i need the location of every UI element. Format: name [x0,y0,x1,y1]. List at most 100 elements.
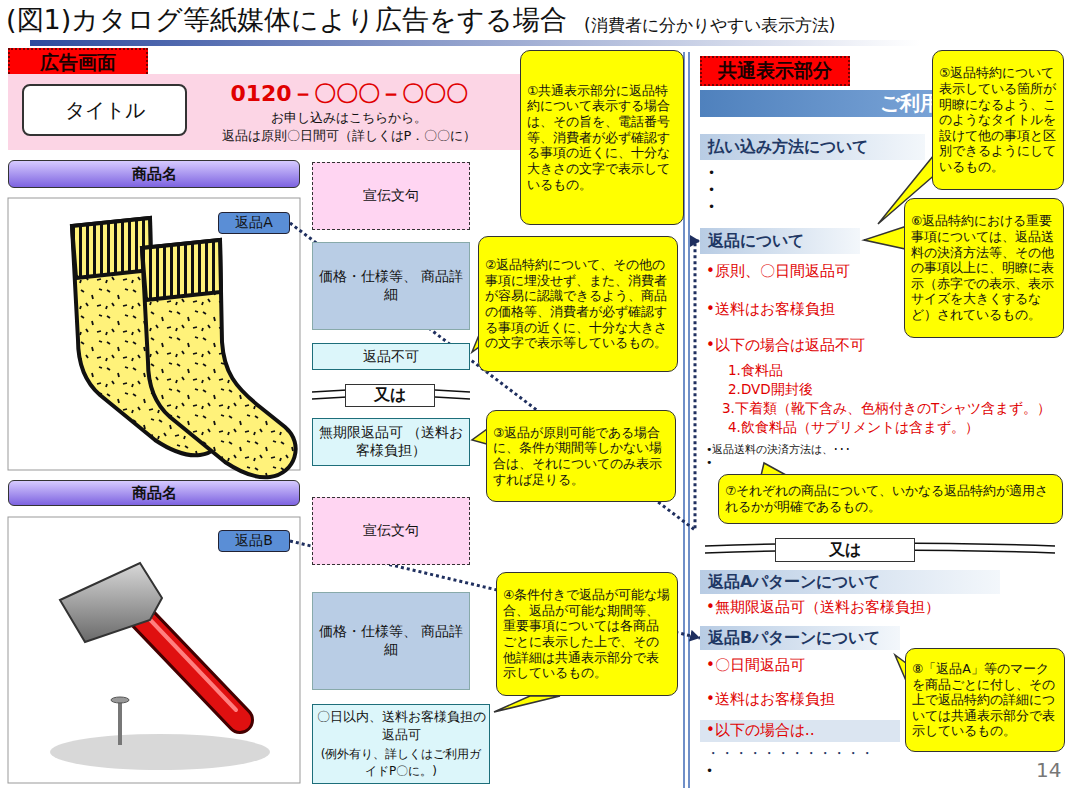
callout-bubble: ⑤返品特約について表示している箇所が明瞭になるよう、このようなタイトルを設けて他… [932,50,1064,190]
rule-text: •以下の場合は返品不可 [706,336,865,355]
node-text: 無期限返品可 （送料お客様負担） [316,424,466,460]
page-title: (図1)カタログ等紙媒体により広告をする場合 [6,2,567,38]
illustration-part [142,240,296,477]
node-text: ⑥返品特約における重要事項については、返品送料の決済方法等、その他の事項以上に、… [911,213,1057,322]
node-text: 共通表示部分 [718,58,832,84]
title-box: タイトル [22,84,187,136]
rule-text: •送料はお客様負担 [706,690,835,709]
illustration-part [60,563,162,642]
image-frame [8,517,300,783]
illustration-part [138,607,236,710]
node-text: 商品名 [132,165,177,184]
node-text: ⑧「返品A」等のマークを商品ごとに付し、その上で返品特約の詳細については共通表示… [912,661,1058,739]
rule-item: 1.食料品 [728,362,783,380]
node-text: 〇日以内、送料お客様負担の返品可 [316,708,486,744]
illustration-part [494,696,560,712]
node-text: 又は [829,540,861,561]
note-text: •返品送料の決済方法は、･･･ [706,442,852,457]
copy-box: 宣伝文句 [312,497,470,565]
node-text: 払い込み方法について [708,137,868,158]
copy-box: 宣伝文句 [312,162,470,230]
return-tag: 返品A [218,212,290,234]
node-text: 0120－〇〇〇－〇〇〇 [230,79,467,109]
node-text: ⑦それぞれの商品について、いかなる返品特約が適用されるかが明確であるもの。 [725,483,1056,514]
rule-item: 4.飲食料品（サプリメントは含まず。） [728,419,979,437]
node-text: 広告画面 [40,50,116,76]
node-text: ③返品が原則可能である場合に、条件が期間等しかない場合は、それについてのみ表示す… [493,425,669,488]
callout-bubble: ⑥返品特約における重要事項については、返品送料の決済方法等、その他の事項以上に、… [904,198,1064,338]
node-text: 返品Aパターンについて [708,572,880,593]
bullet-dot: • [708,166,715,180]
illustration-part [142,240,221,300]
bullet-dot: • [706,456,713,469]
node-text: (例外有り、詳しくはご利用ガイドP〇に。) [316,746,486,780]
callout-bubble: ⑧「返品A」等のマークを商品ごとに付し、その上で返品特約の詳細については共通表示… [905,648,1065,752]
bullet-dot: • [706,764,713,778]
price-box: 価格・仕様等、 商品詳細 [312,592,470,690]
section-tag: 共通表示部分 [700,56,850,86]
socks-illustration [72,218,296,477]
node-text: 価格・仕様等、 商品詳細 [317,268,465,304]
illustration-part [50,734,270,770]
or-banner: 又は [775,538,915,562]
node-text: 返品B [235,532,273,550]
callout-tails [472,80,938,712]
rule-item: 2.DVD開封後 [728,381,813,399]
node-text: ①共通表示部分に返品特約について表示する場合は、その旨を、電話番号等、消費者が必… [527,83,677,192]
rule-text: •送料はお客様負担 [706,300,835,319]
rule-text: •原則、〇日間返品可 [706,262,850,281]
illustration-part [72,218,151,278]
product-name-band: 商品名 [8,160,300,188]
node-text: ②返品特約について、その他の事項に埋没せず、また、消費者が容易に認識できるよう、… [485,257,671,351]
callout-bubble: ②返品特約について、その他の事項に埋没せず、また、消費者が容易に認識できるよう、… [478,236,678,372]
section-band: 返品Aパターンについて [700,570,1000,594]
node-text: 返品は原則〇日間可（詳しくはP．〇〇に） [222,127,477,145]
section-band: 払い込み方法について [700,134,925,160]
section-band: 返品について [700,228,860,254]
return-box: 無期限返品可 （送料お客様負担） [312,418,470,466]
illustration-part [130,605,240,720]
return-box: 返品不可 [312,343,470,370]
illustration-part [142,240,296,477]
node-text: ④条件付きで返品が可能な場合、返品が可能な期間等、重要事項については各商品ごとに… [503,587,671,681]
or-banner: 又は [345,384,435,407]
rule-text: •無期限返品可（送料お客様負担） [706,598,940,617]
row-band [700,720,900,742]
node-text: 又は [374,385,406,406]
node-text: 返品不可 [363,348,419,366]
node-text: 価格・仕様等、 商品詳細 [317,623,465,659]
dotted-arrow [290,223,700,530]
subtitle: (消費者に分かりやすい表示方法) [584,14,835,37]
node-text: 宣伝文句 [363,522,419,540]
ellipsis-dots: ・・・・・・・・・・・・ [706,745,874,763]
return-tag: 返品B [218,530,290,552]
divider-line [688,52,690,788]
bullet-dot: • [708,200,715,214]
bullet-dot: • [708,183,715,197]
node-text: 宣伝文句 [363,187,419,205]
price-box: 価格・仕様等、 商品詳細 [312,242,470,330]
rule-text: •以下の場合は‥ [706,721,815,740]
hammer-illustration [50,563,270,770]
callout-bubble: ⑦それぞれの商品について、いかなる返品特約が適用されるかが明確であるもの。 [718,474,1063,524]
product-name-band: 商品名 [8,480,300,506]
node-text: 返品について [708,231,804,252]
node-text: ⑤返品特約について表示している箇所が明瞭になるよう、このようなタイトルを設けて他… [939,65,1057,174]
illustration-part [111,697,129,703]
callout-bubble: ③返品が原則可能である場合に、条件が期間等しかない場合は、それについてのみ表示す… [486,410,676,502]
node-text: タイトル [65,97,145,124]
callout-bubble: ④条件付きで返品が可能な場合、返品が可能な期間等、重要事項については各商品ごとに… [496,572,678,696]
section-band: 返品Bパターンについて [700,626,900,650]
node-text: 返品Bパターンについて [708,628,880,649]
illustration-part [118,700,122,745]
rule-item: 3.下着類（靴下含み、色柄付きのTシャツ含まず。） [722,400,1051,418]
page-number: 14 [1036,758,1061,782]
title-underline [30,40,920,46]
return-box: 〇日以内、送料お客様負担の返品可(例外有り、詳しくはご利用ガイドP〇に。) [312,704,490,784]
illustration-part [130,605,240,720]
node-text: 返品A [235,214,273,232]
node-text: お申し込みはこちらから。 [271,109,427,127]
node-text: 商品名 [132,484,177,503]
callout-bubble: ①共通表示部分に返品特約について表示する場合は、その旨を、電話番号等、消費者が必… [520,50,684,225]
